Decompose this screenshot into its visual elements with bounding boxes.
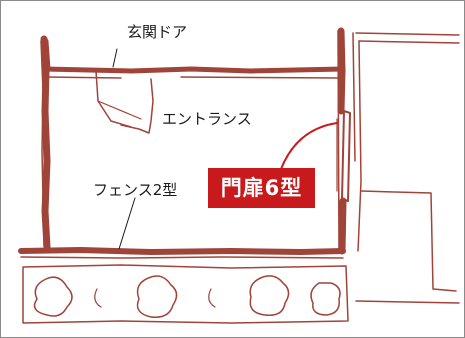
leader-fence [118, 197, 136, 250]
planting-strip [22, 264, 349, 324]
label-entrance-door: 玄関ドア [127, 23, 188, 41]
leader-gate [280, 122, 338, 170]
house-right-wall [337, 27, 346, 75]
shrub [249, 275, 290, 316]
gate-posts [341, 110, 351, 202]
label-fence: フェンス2型 [93, 181, 178, 199]
label-entrance: エントランス [162, 110, 252, 128]
gate-callout: 門扉6型 [208, 168, 315, 208]
shrub [33, 276, 73, 317]
leader-door [112, 48, 118, 68]
fence-line [18, 247, 346, 255]
top-wall [41, 66, 346, 74]
shrub [310, 282, 341, 316]
shrub [136, 275, 178, 318]
right-outline [355, 32, 460, 44]
door-swing [120, 78, 154, 134]
